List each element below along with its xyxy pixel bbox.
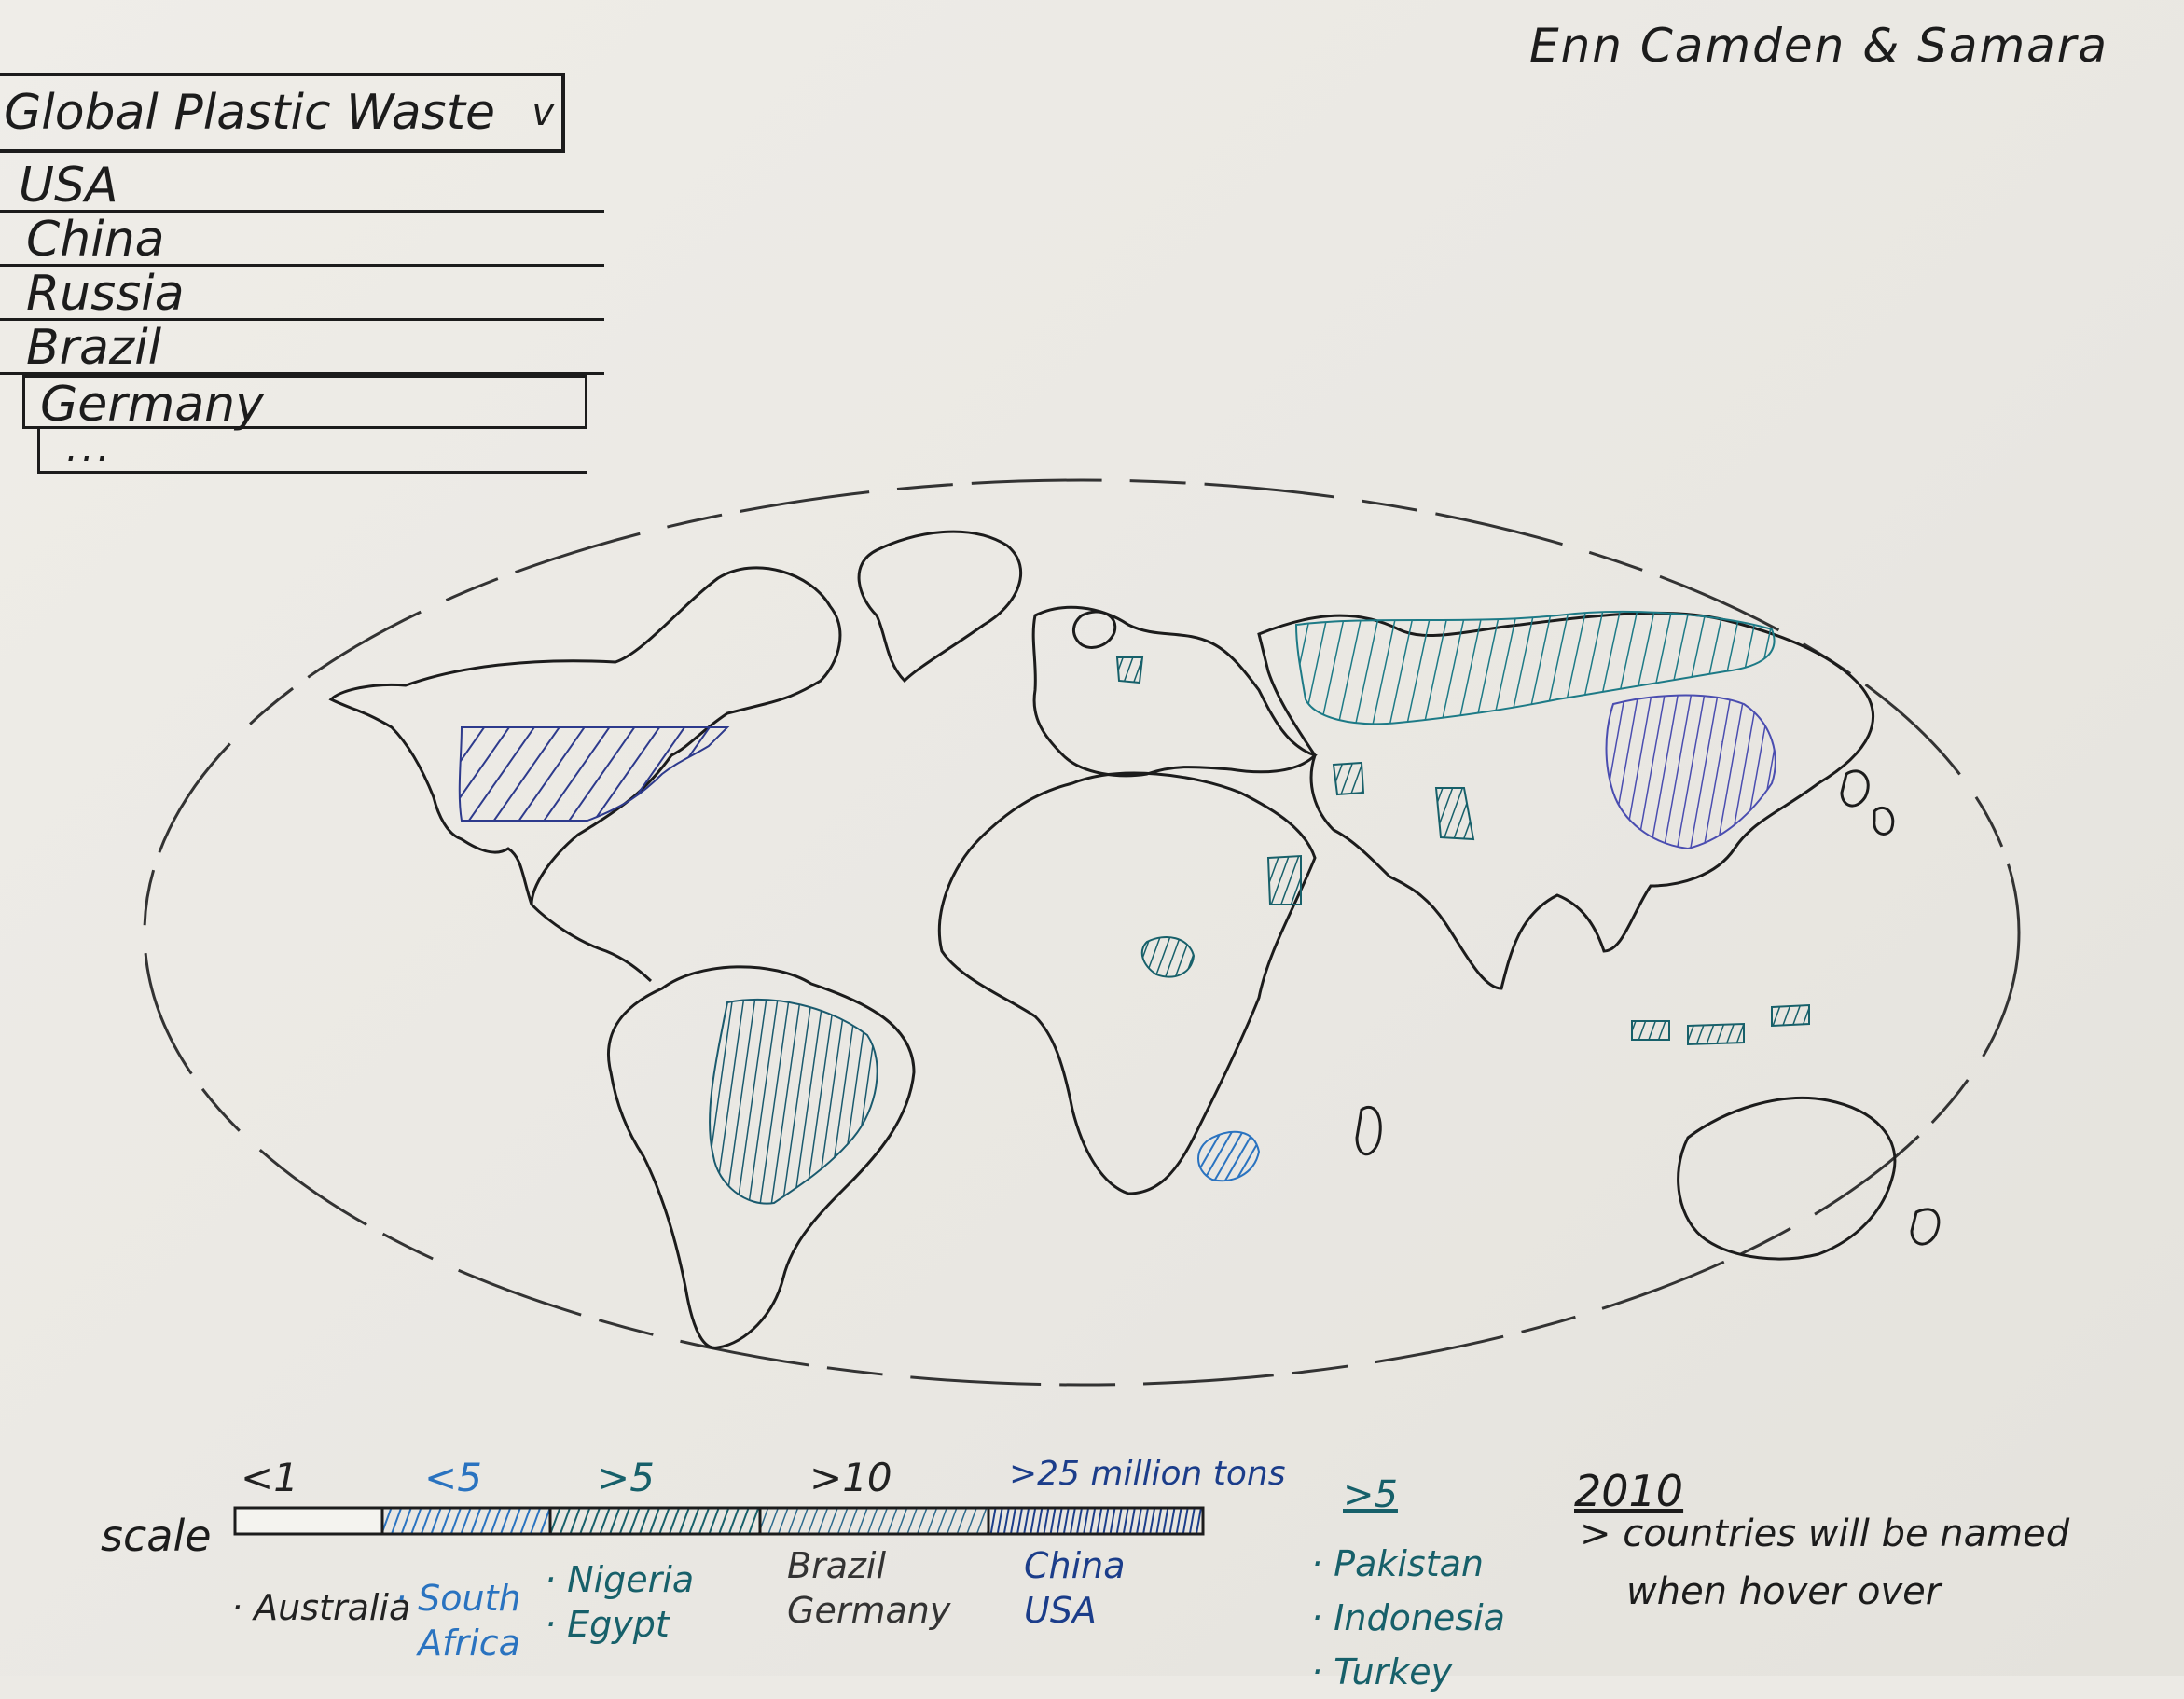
hover-note: > countries will be named when hover ove… — [1580, 1505, 2069, 1621]
dropdown-option-more[interactable]: ... — [37, 429, 587, 474]
dropdown-selected-label: Global Plastic Waste — [4, 85, 496, 141]
extra-bin-item: · Turkey — [1311, 1651, 1453, 1692]
country-greenland — [857, 530, 1023, 684]
legend-example-text: Africa — [418, 1623, 520, 1664]
dropdown-options: USA China Russia Brazil Germany ... — [0, 159, 604, 474]
country-madagascar — [1355, 1106, 1382, 1155]
legend-example-text: Brazil — [787, 1545, 887, 1586]
legend-example-text: Australia — [254, 1587, 411, 1628]
extra-bin-item: · Indonesia — [1311, 1597, 1505, 1638]
globe-outline — [143, 478, 2021, 1387]
country-germany — [1115, 656, 1144, 684]
country-south-africa — [1197, 1130, 1261, 1182]
country-africa — [937, 771, 1317, 1195]
legend-example-text: Nigeria — [567, 1559, 695, 1600]
extra-bin-item: · Pakistan — [1311, 1543, 1485, 1584]
country-china — [1605, 694, 1776, 850]
country-south-america — [606, 965, 916, 1349]
legend-example-text: USA — [1024, 1590, 1097, 1631]
hover-note-line-2: when hover over — [1626, 1570, 1942, 1613]
legend-color-bar — [233, 1506, 1205, 1536]
hover-note-line-1: > countries will be named — [1580, 1513, 2070, 1555]
legend-bin-4 — [758, 1506, 990, 1536]
country-central-america — [530, 903, 653, 983]
legend-bin-3 — [548, 1506, 762, 1536]
country-nigeria — [1140, 936, 1196, 978]
legend-example-australia: · Australia — [231, 1587, 411, 1628]
country-brazil — [709, 998, 878, 1205]
legend-bin-2 — [380, 1506, 552, 1536]
dropdown-option-germany[interactable]: Germany — [22, 375, 587, 432]
extra-bin-text: Turkey — [1334, 1651, 1453, 1692]
legend-example-south-africa: · South Africa — [395, 1578, 521, 1664]
country-russia — [1294, 611, 1776, 725]
legend-example-text: Egypt — [567, 1604, 670, 1645]
legend-tick-4: >10 — [809, 1455, 892, 1500]
legend-bin-1 — [233, 1506, 384, 1536]
legend-tick-2: <5 — [424, 1455, 482, 1500]
dropdown-option-russia[interactable]: Russia — [0, 267, 604, 321]
extra-bin-list: · Pakistan · Indonesia · Turkey — [1311, 1537, 1505, 1699]
country-new-zealand — [1910, 1208, 1941, 1246]
legend-bin-5 — [987, 1506, 1205, 1536]
country-indonesia — [1631, 1003, 1810, 1046]
world-map — [143, 478, 2021, 1387]
legend-example-text: China — [1024, 1545, 1126, 1586]
dataset-dropdown[interactable]: Global Plastic Waste v — [0, 73, 565, 153]
country-australia — [1677, 1096, 1897, 1261]
extra-bin-text: Indonesia — [1334, 1597, 1505, 1638]
country-egypt — [1266, 854, 1302, 905]
country-uk — [1072, 610, 1117, 649]
country-pakistan — [1434, 787, 1475, 841]
legend-scale-label: scale — [101, 1511, 212, 1561]
extra-bin-text: Pakistan — [1334, 1543, 1485, 1584]
country-usa — [458, 726, 730, 822]
legend-tick-3: >5 — [597, 1455, 655, 1500]
country-turkey — [1332, 761, 1365, 796]
legend-tick-5: >25 million tons — [1009, 1455, 1286, 1493]
legend-tick-1: <1 — [241, 1455, 298, 1500]
authors-signature: Enn Camden & Samara — [1529, 19, 2109, 73]
legend-example-text: Germany — [787, 1590, 951, 1631]
legend-example-text: South — [418, 1578, 521, 1619]
dropdown-option-china[interactable]: China — [0, 213, 604, 267]
dropdown-option-usa[interactable]: USA — [0, 159, 604, 213]
legend-example-nigeria-egypt: · Nigeria· Egypt — [545, 1559, 695, 1645]
chevron-down-icon[interactable]: v — [532, 91, 554, 134]
country-japan — [1840, 769, 1895, 836]
year-label: 2010 — [1574, 1466, 1684, 1516]
extra-bin-heading: >5 — [1343, 1473, 1398, 1516]
country-europe — [1031, 605, 1318, 778]
dropdown-option-brazil[interactable]: Brazil — [0, 321, 604, 375]
